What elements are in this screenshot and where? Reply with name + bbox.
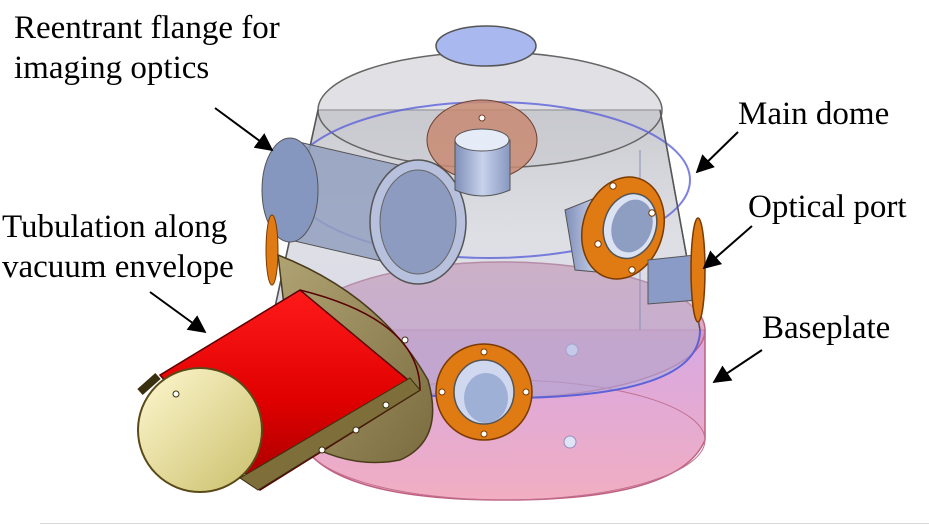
bottom-divider [40, 523, 929, 524]
label-optical-port: Optical port [748, 189, 907, 225]
rear-port [426, 99, 538, 197]
leader-arrows [149, 107, 763, 383]
label-tubulation-line-2: vacuum envelope [2, 249, 234, 285]
side-port-flange [564, 176, 666, 280]
arrow-optical-port [702, 225, 753, 270]
label-main-dome: Main dome [738, 96, 890, 132]
bolt-hole [563, 435, 577, 449]
label-reentrant-flange: Reentrant flange for imaging optics [14, 8, 280, 88]
front-port-flange [435, 343, 533, 441]
label-baseplate: Baseplate [762, 310, 891, 346]
left-flange-edge [265, 214, 279, 286]
arrow-reentrant-flange [214, 107, 274, 152]
tubulation [137, 253, 434, 493]
arrow-main-dome [695, 131, 739, 174]
label-reentrant-flange-line-1: Reentrant flange for [14, 10, 280, 46]
label-tubulation-line-1: Tubulation along [2, 209, 228, 245]
reentrant-flange [261, 137, 467, 285]
arrow-baseplate [712, 349, 763, 383]
top-viewport-window [435, 25, 537, 67]
optical-port [647, 217, 706, 323]
label-tubulation: Tubulation along vacuum envelope [2, 207, 234, 287]
label-reentrant-flange-line-2: imaging optics [14, 50, 210, 86]
arrow-tubulation [149, 291, 207, 334]
